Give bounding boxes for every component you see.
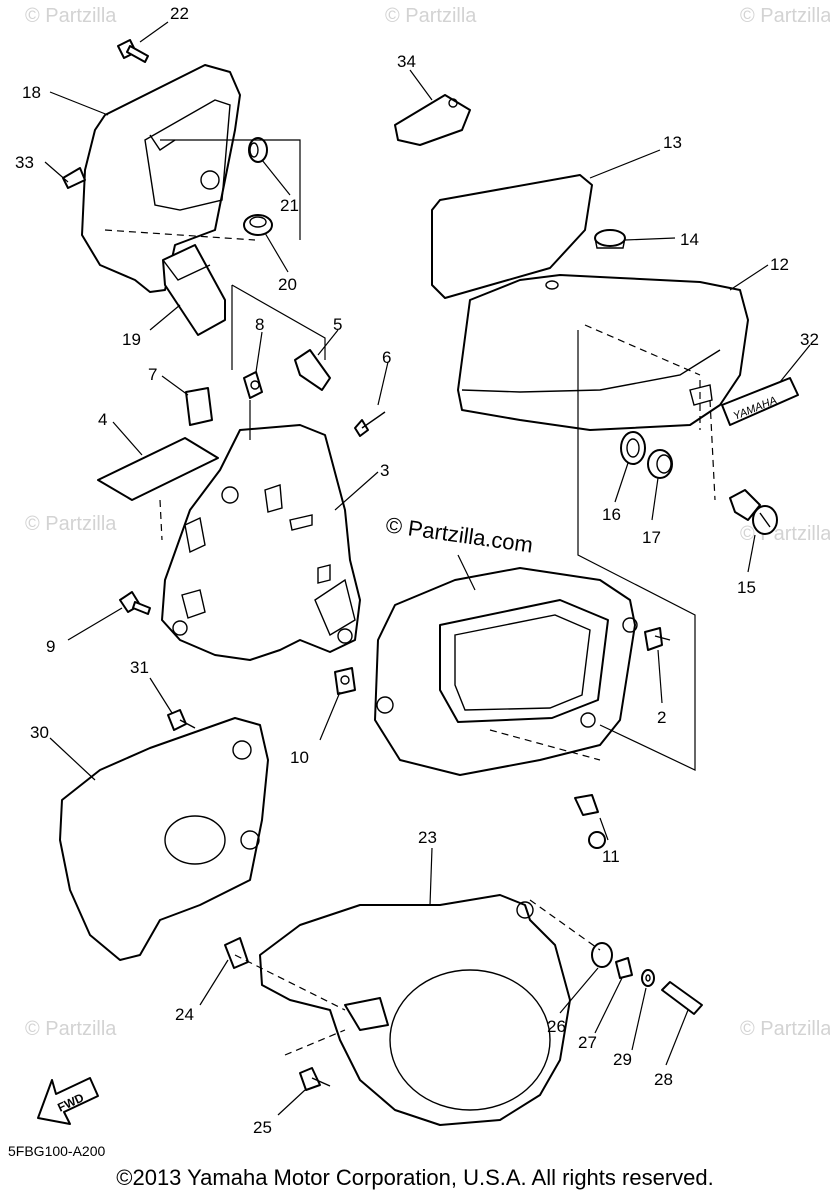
callout-21: 21 — [280, 196, 299, 215]
watermark: © Partzilla — [385, 5, 477, 27]
part-28-bolt — [661, 981, 703, 1015]
part-12-side-cover — [457, 274, 749, 431]
callout-30: 30 — [30, 723, 49, 742]
part-11-bolt — [574, 794, 606, 849]
copyright-notice: ©2013 Yamaha Motor Corporation, U.S.A. A… — [116, 1165, 714, 1190]
part-22-screw — [117, 39, 149, 63]
watermark: © Partzilla — [740, 1018, 830, 1040]
part-6-rivet — [354, 411, 386, 437]
part-8-clip — [243, 371, 263, 399]
assembly-lines — [160, 139, 696, 771]
callout-28: 28 — [654, 1070, 673, 1089]
callout-27: 27 — [578, 1033, 597, 1052]
watermark: © Partzilla — [25, 5, 117, 27]
callout-23: 23 — [418, 828, 437, 847]
callout-25: 25 — [253, 1118, 272, 1137]
part-3-bracket — [161, 424, 361, 661]
part-34-pad — [394, 94, 471, 146]
callout-14: 14 — [680, 230, 699, 249]
callout-18: 18 — [22, 83, 41, 102]
part-27-collar — [615, 957, 633, 979]
callout-10: 10 — [290, 748, 309, 767]
part-17-collar — [647, 449, 673, 479]
callout-34: 34 — [397, 52, 416, 71]
callout-16: 16 — [602, 505, 621, 524]
part-25-bolt — [299, 1067, 331, 1091]
callout-11: 11 — [602, 847, 620, 866]
watermark: © Partzilla — [25, 513, 117, 535]
part-15-lock — [729, 489, 778, 535]
callout-12: 12 — [770, 255, 789, 274]
callout-3: 3 — [380, 461, 389, 480]
callout-26: 26 — [547, 1017, 566, 1036]
watermark: © Partzilla — [25, 1018, 117, 1040]
part-10-nut — [334, 667, 356, 695]
callout-13: 13 — [663, 133, 682, 152]
callout-24: 24 — [175, 1005, 194, 1024]
part-9-bolt — [119, 591, 151, 615]
part-16-grommet — [620, 431, 646, 465]
part-21-grommet — [248, 137, 268, 163]
callout-29: 29 — [613, 1050, 632, 1069]
part-23-cover — [259, 894, 571, 1126]
callout-4: 4 — [98, 410, 107, 429]
part-airbox — [374, 567, 638, 776]
part-19-foam — [162, 244, 226, 336]
part-31-bolt — [167, 709, 196, 731]
callout-6: 6 — [382, 348, 391, 367]
part-13-panel — [431, 174, 593, 299]
alignment-lines — [104, 229, 716, 1056]
part-5-clip — [294, 349, 331, 391]
part-7-pad — [185, 387, 213, 426]
callout-2: 2 — [657, 708, 666, 727]
callout-32: 32 — [800, 330, 819, 349]
callout-8: 8 — [255, 315, 264, 334]
callout-33: 33 — [15, 153, 34, 172]
callout-5: 5 — [333, 315, 342, 334]
part-30-cover — [59, 717, 269, 961]
part-2-bolt — [644, 627, 671, 651]
center-watermark: © Partzilla.com — [384, 512, 534, 557]
leader-lines — [44, 21, 811, 1116]
callout-22: 22 — [170, 4, 189, 23]
watermark: © Partzilla — [740, 5, 830, 27]
callout-7: 7 — [148, 365, 157, 384]
callout-9: 9 — [46, 637, 55, 656]
callout-19: 19 — [122, 330, 141, 349]
part-26-grommet — [591, 942, 613, 968]
part-29-washer — [641, 969, 655, 987]
callout-15: 15 — [737, 578, 756, 597]
callout-31: 31 — [130, 658, 149, 677]
part-4-pad — [97, 437, 219, 501]
drawing-code: 5FBG100-A200 — [8, 1143, 106, 1159]
callout-20: 20 — [278, 275, 297, 294]
part-24-clip — [224, 937, 249, 969]
part-14-grommet — [594, 229, 626, 249]
part-18-cover — [81, 64, 241, 293]
part-33-tag — [62, 167, 86, 189]
callout-labels: 22 18 33 34 13 21 14 12 20 32 19 8 5 6 7… — [15, 4, 819, 1137]
part-20-grommet — [243, 214, 273, 236]
fwd-arrow-icon: FWD — [37, 1077, 99, 1125]
callout-17: 17 — [642, 528, 661, 547]
